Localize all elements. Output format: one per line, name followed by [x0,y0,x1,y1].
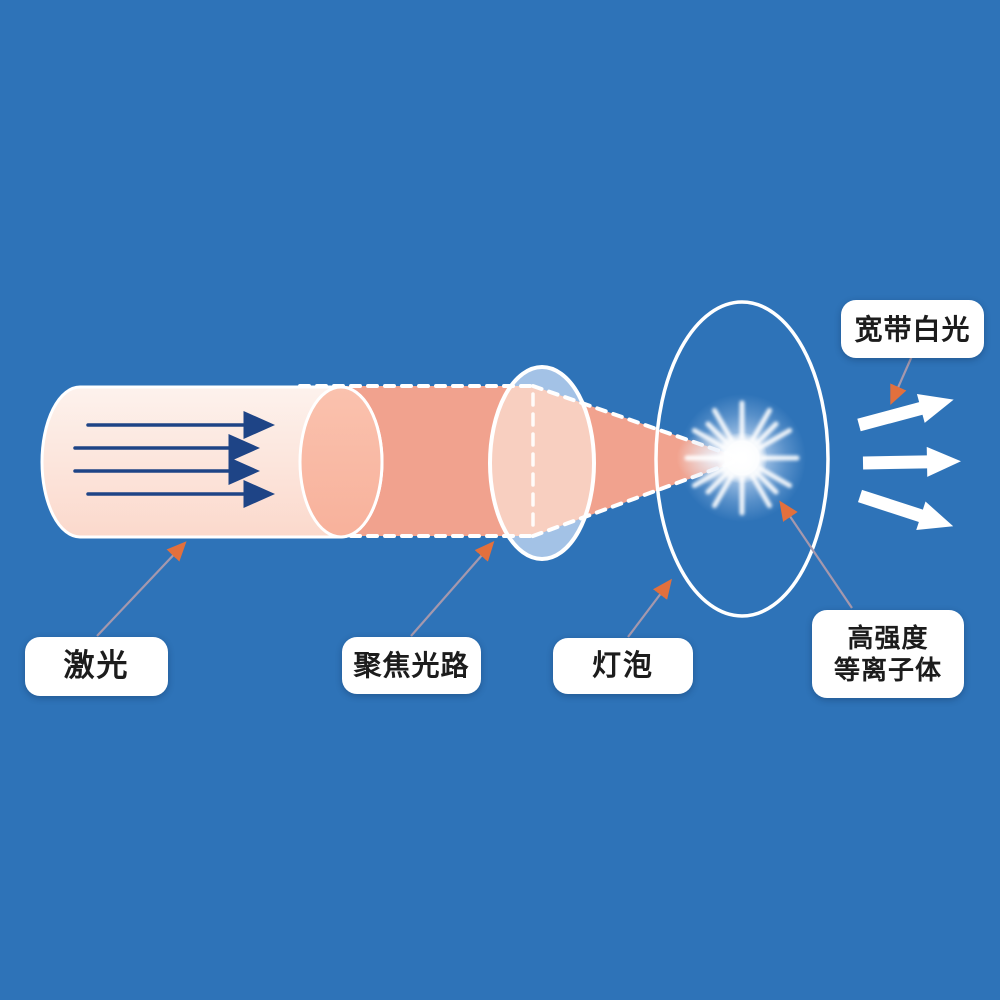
focusing-path-label-text: 聚焦光路 [353,650,470,681]
label-connectors [96,355,914,638]
plasma-connector-line [779,500,853,609]
bulb-label: 灯泡 [553,638,693,694]
output-arrow-middle-icon [862,446,961,477]
laser-source-cylinder [40,385,384,539]
bulb-label-text: 灯泡 [591,649,654,682]
focusing-lens-outline [488,365,596,561]
laser-label: 激光 [25,637,168,696]
output-arrow-down-icon [857,489,954,531]
starburst-icon [678,394,806,522]
white-light-label: 宽带白光 [841,300,984,358]
focusing-path-label: 聚焦光路 [342,637,481,694]
output-arrow-up-icon [857,393,954,432]
beam-direction-arrows-icon [73,411,275,508]
laser-connector-line [96,541,187,637]
white-light-label-text: 宽带白光 [854,313,971,345]
plasma-label-line2: 等离子体 [833,655,942,685]
white-light-connector-line [890,355,914,406]
cylinder-exit-face [298,385,384,539]
focus-connector-line [410,541,495,637]
laser-label-text: 激光 [63,648,130,684]
bulb-envelope [654,300,830,618]
plasma-label: 高强度 等离子体 [812,610,964,698]
three-white-block-arrows-icon [857,393,961,531]
plasma-label-line1: 高强度 [847,622,929,653]
bulb-connector-line [627,578,672,638]
